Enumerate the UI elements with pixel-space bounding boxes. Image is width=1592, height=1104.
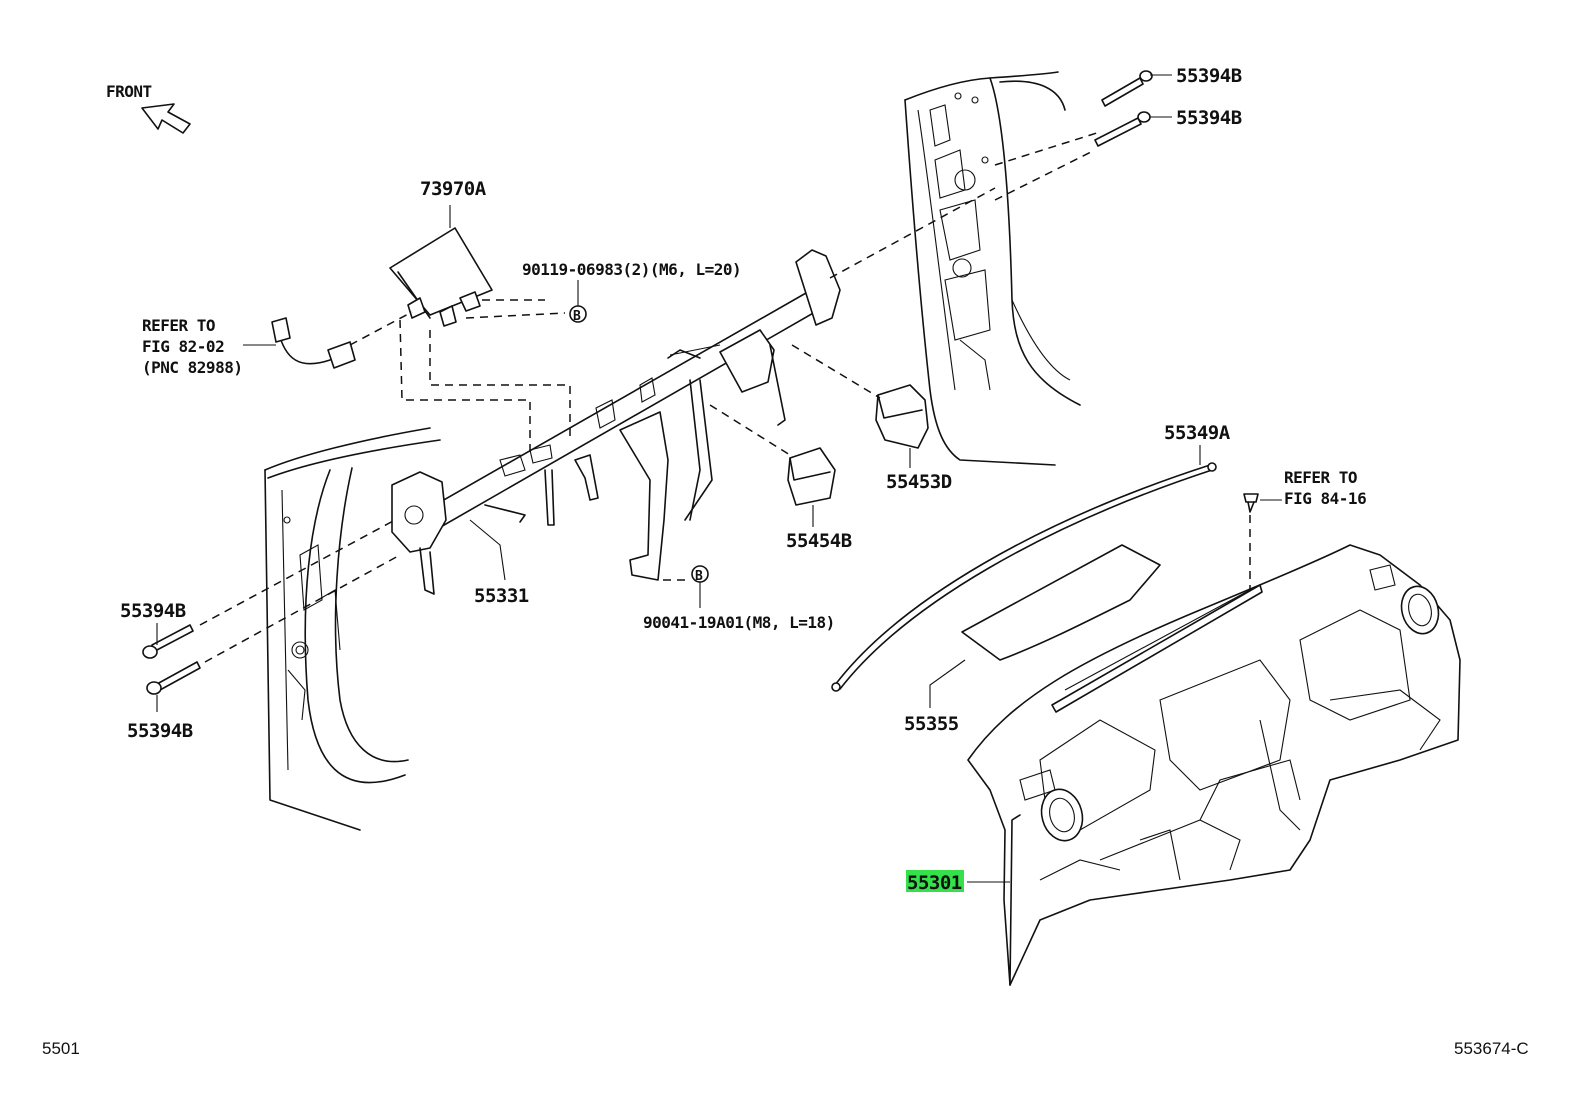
b-marker-top-label: B xyxy=(573,309,581,324)
label-55394B-left-2: 55394B xyxy=(127,720,193,742)
bolt-left-2 xyxy=(146,661,201,695)
right-body-panel xyxy=(904,71,1081,466)
highlight-55301 xyxy=(906,870,964,892)
instrument-panel-55301 xyxy=(967,544,1461,986)
label-90119: 90119-06983(2)(M6, L=20) xyxy=(522,260,741,279)
front-indicator: FRONT xyxy=(106,82,191,134)
ref-left-line-3: (PNC 82988) xyxy=(142,358,242,377)
bracket-55453D xyxy=(875,384,929,449)
weatherstrip-55349A xyxy=(831,462,1217,692)
label-55394B-left-1: 55394B xyxy=(120,600,186,622)
label-55394B-top-2: 55394B xyxy=(1176,107,1242,129)
label-55301: 55301 xyxy=(907,872,962,894)
cross-car-beam xyxy=(391,249,841,595)
bolt-top-2 xyxy=(1094,111,1151,147)
label-55454B: 55454B xyxy=(786,530,852,552)
ref-right-line-2: FIG 84-16 xyxy=(1284,489,1366,508)
passenger-airbag xyxy=(389,227,493,327)
footer-left-code: 5501 xyxy=(42,1039,80,1058)
dash-clip xyxy=(1243,493,1259,513)
label-55394B-top-1: 55394B xyxy=(1176,65,1242,87)
leader-lines xyxy=(156,74,1282,883)
reference-right: REFER TO FIG 84-16 xyxy=(1284,468,1367,508)
ref-left-line-1: REFER TO xyxy=(142,316,215,335)
airbag-connector xyxy=(271,317,356,369)
front-label: FRONT xyxy=(106,82,152,101)
assembly-guides xyxy=(199,131,1251,663)
label-55331: 55331 xyxy=(474,585,529,607)
ref-right-line-1: REFER TO xyxy=(1284,468,1357,487)
label-55453D: 55453D xyxy=(886,471,952,493)
reference-left: REFER TO FIG 82-02 (PNC 82988) xyxy=(142,316,243,377)
ref-left-line-2: FIG 82-02 xyxy=(142,337,224,356)
label-73970A: 73970A xyxy=(420,178,487,200)
footer-right-code: 553674-C xyxy=(1454,1039,1529,1058)
b-marker-bottom-label: B xyxy=(695,569,703,584)
label-90041: 90041-19A01(M8, L=18) xyxy=(643,613,835,632)
bolt-top-1 xyxy=(1101,70,1153,107)
pad-55355 xyxy=(961,544,1161,661)
b-marker-bottom: B xyxy=(691,565,709,584)
b-marker-top: B xyxy=(569,305,587,324)
label-55349A: 55349A xyxy=(1164,422,1231,444)
label-55355: 55355 xyxy=(904,713,959,735)
bolt-left-1 xyxy=(142,624,194,659)
left-body-panel xyxy=(264,427,441,831)
bracket-55454B xyxy=(787,447,836,506)
front-arrow-icon xyxy=(141,103,191,134)
